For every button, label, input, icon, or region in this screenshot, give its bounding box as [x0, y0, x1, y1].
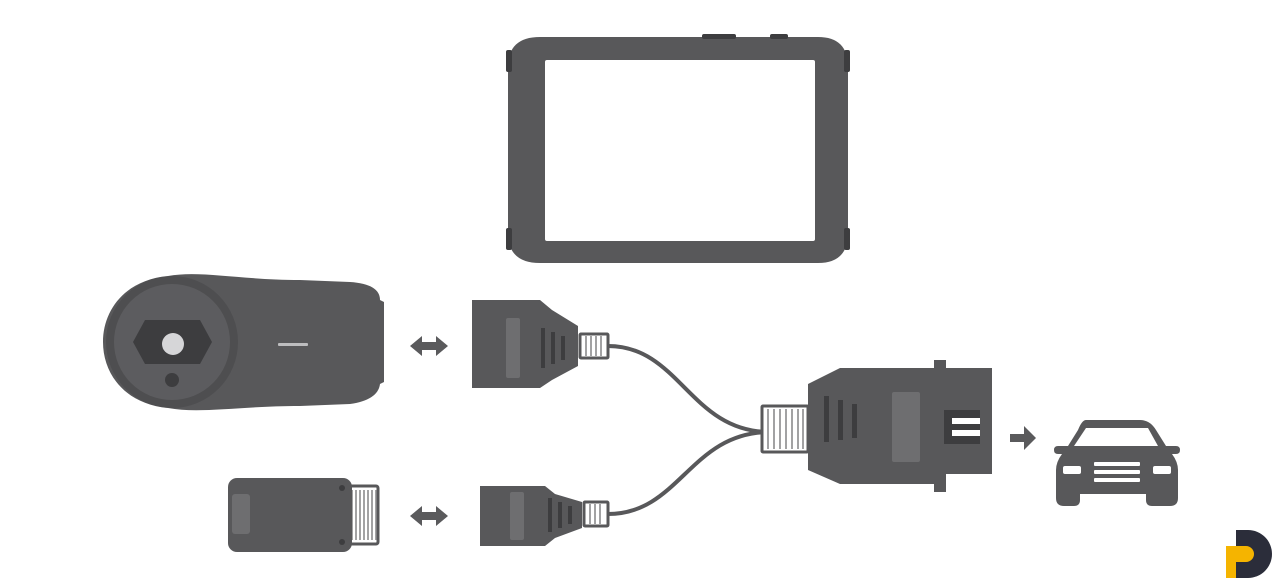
obd-connector-lower-icon	[480, 486, 610, 546]
obd-main-connector-icon	[760, 360, 992, 492]
brand-logo-icon	[1226, 530, 1272, 578]
car-icon	[1054, 420, 1180, 506]
double-arrow-upper	[410, 336, 448, 356]
y-cable	[607, 344, 771, 516]
vci-dongle-icon	[103, 274, 384, 411]
arrow-to-car	[1010, 426, 1036, 450]
double-arrow-lower	[410, 506, 448, 526]
card-module-icon	[228, 478, 380, 552]
tablet-icon	[506, 34, 850, 263]
obd-connector-upper-icon	[472, 300, 610, 388]
